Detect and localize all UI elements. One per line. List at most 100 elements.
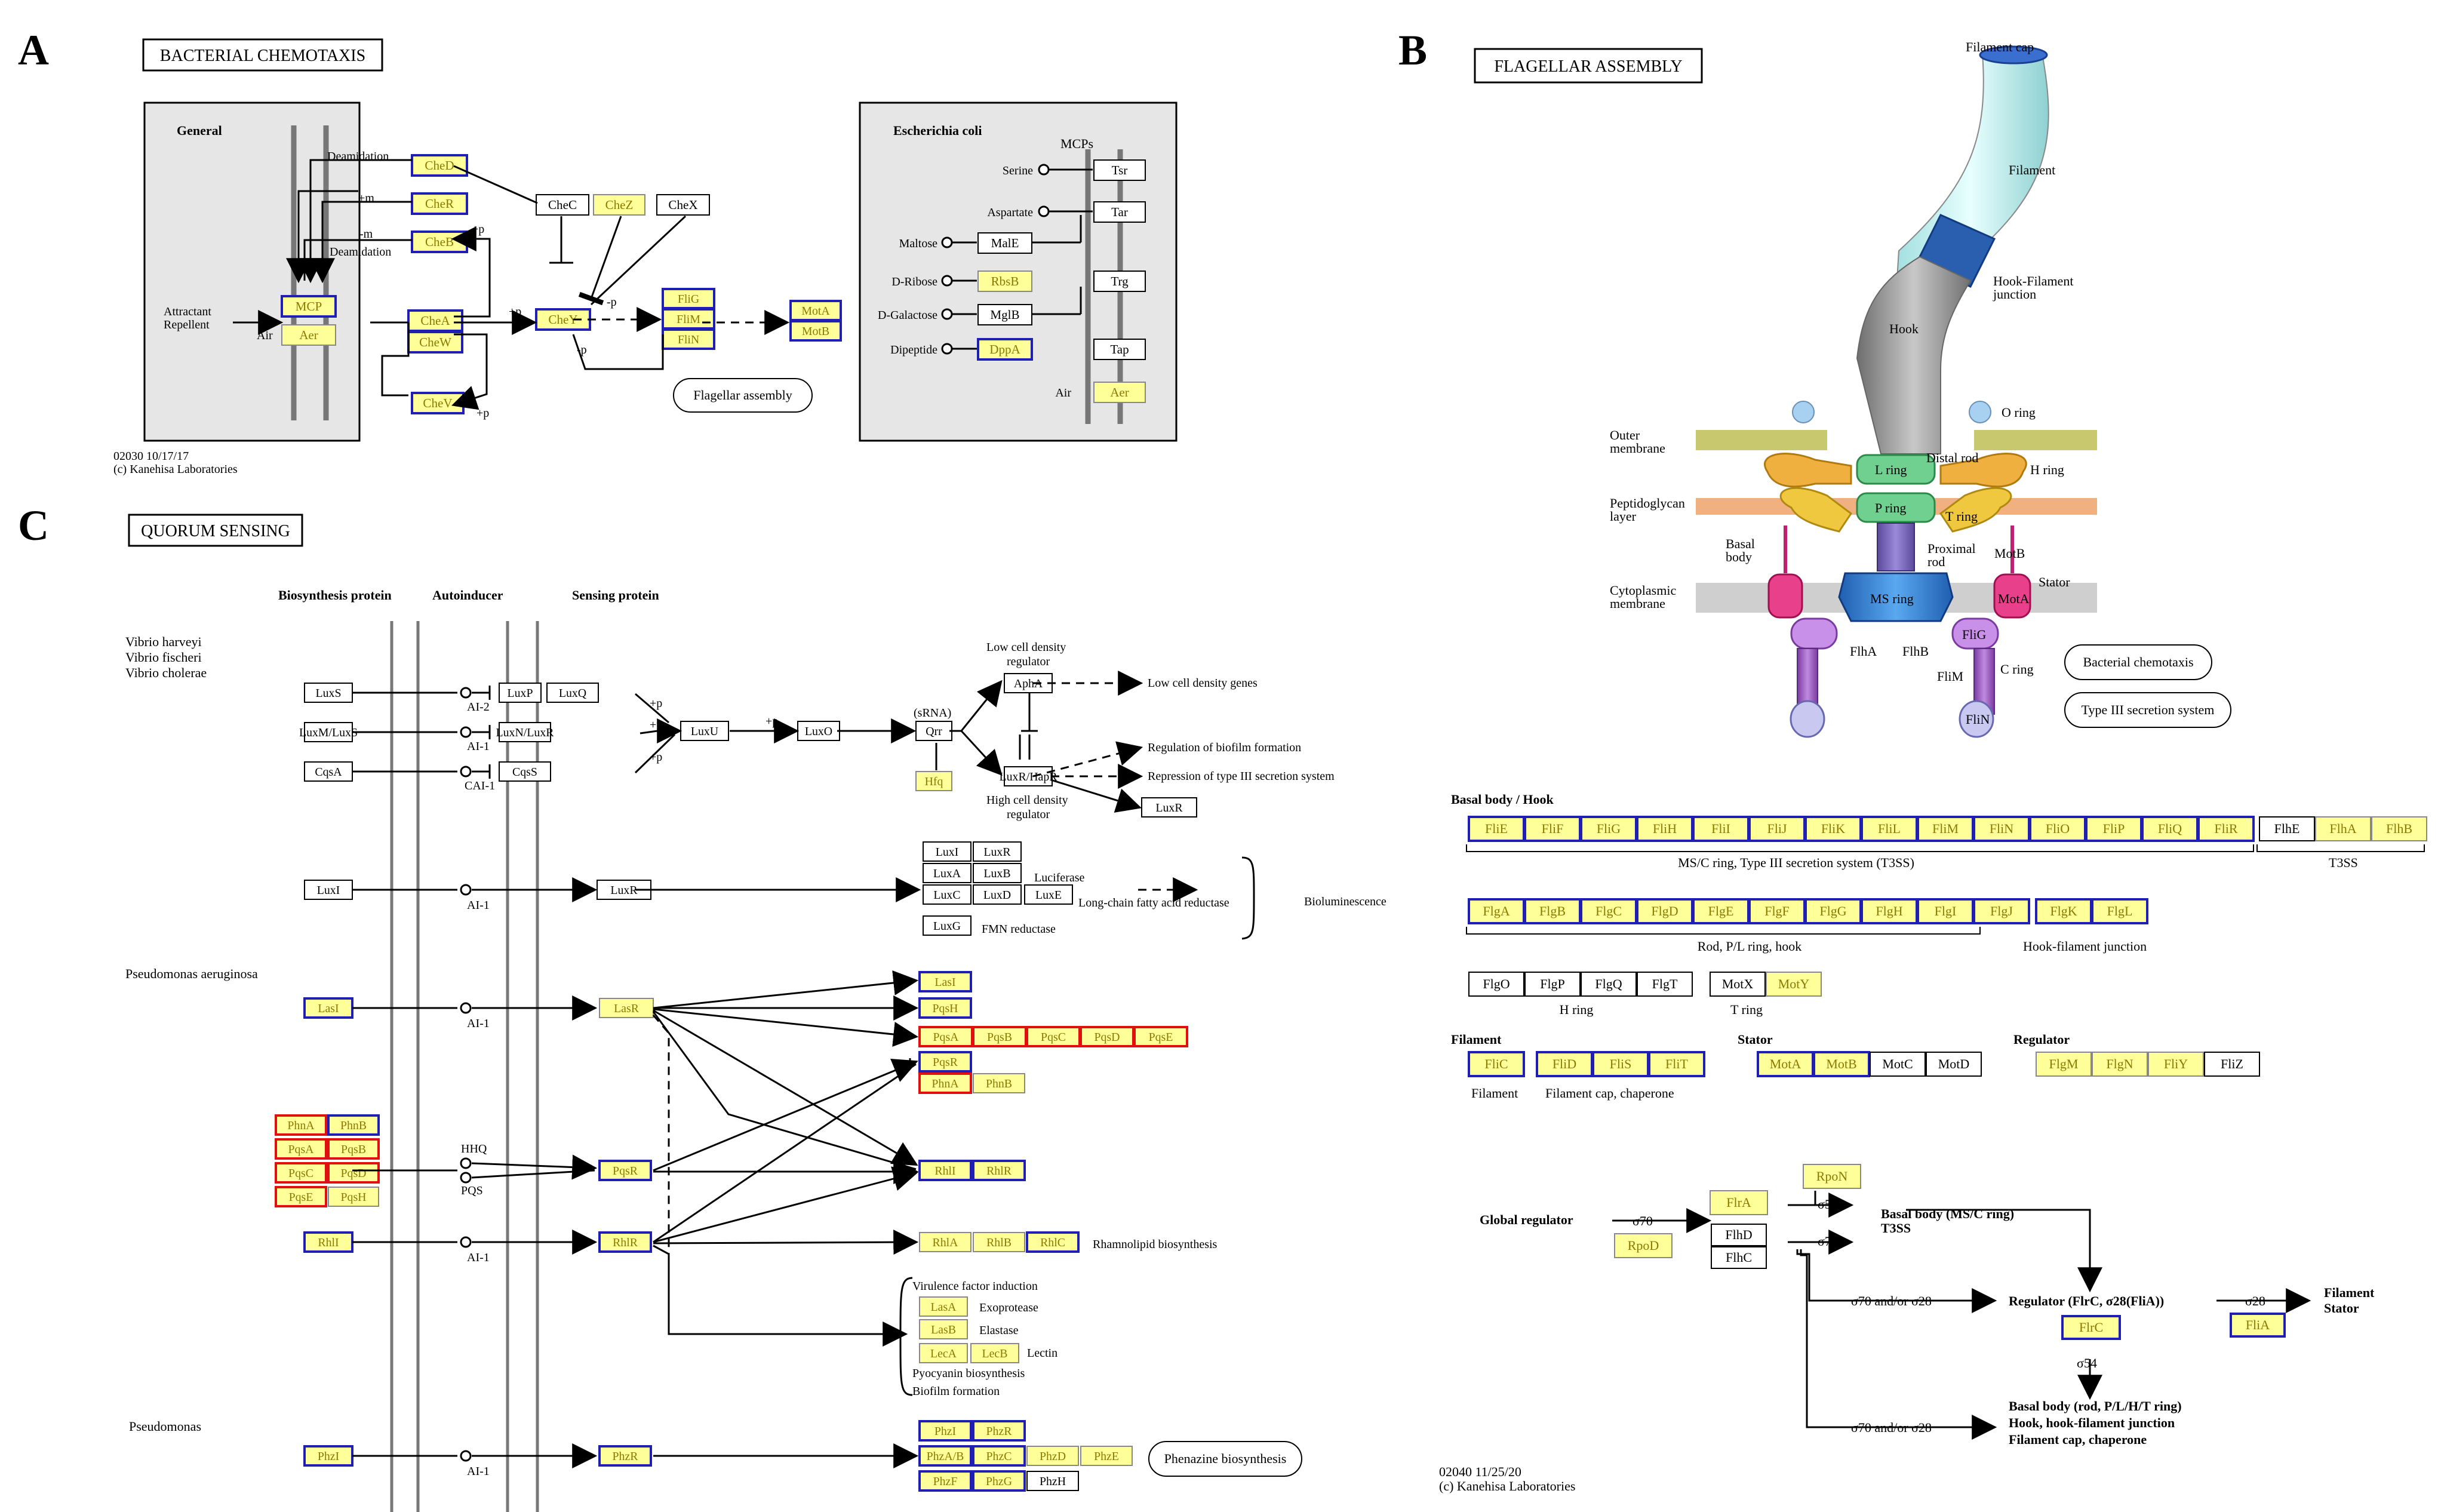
gene-box-phzi[interactable]: PhzI — [303, 1445, 353, 1467]
gene-box-flim[interactable]: FliM — [662, 308, 715, 330]
gene-box-motx[interactable]: MotX — [1710, 972, 1766, 997]
gene-box-trg[interactable]: Trg — [1093, 271, 1146, 292]
gene-box-phzg[interactable]: PhzG — [972, 1470, 1026, 1492]
bacterial-chemotaxis-link[interactable] — [2064, 644, 2212, 680]
ligand-circle[interactable] — [941, 275, 953, 287]
gene-box-cher[interactable]: CheR — [411, 192, 468, 215]
gene-box-tar[interactable]: Tar — [1093, 201, 1146, 223]
gene-box-chec[interactable]: CheC — [536, 194, 589, 216]
autoinducer-circle[interactable] — [460, 1236, 472, 1248]
gene-box-moty[interactable]: MotY — [1766, 972, 1822, 997]
gene-box-flgl[interactable]: FlgL — [2091, 898, 2148, 924]
gene-box-flhd[interactable]: FlhD — [1711, 1224, 1767, 1246]
gene-box-fliy[interactable]: FliY — [2148, 1052, 2204, 1077]
gene-box-flgt[interactable]: FlgT — [1637, 972, 1693, 997]
gene-box-luxe[interactable]: LuxE — [1024, 884, 1073, 905]
gene-box-phzr[interactable]: PhzR — [598, 1445, 652, 1467]
gene-box-flig[interactable]: FliG — [1580, 816, 1637, 842]
gene-box-pqsc[interactable]: PqsC — [1026, 1026, 1081, 1047]
ligand-circle[interactable] — [1038, 164, 1050, 176]
gene-box-luxm-luxs[interactable]: LuxM/LuxS — [299, 722, 358, 742]
gene-box-flim[interactable]: FliM — [1917, 816, 1974, 842]
gene-box-male[interactable]: MalE — [977, 232, 1032, 254]
gene-box-flil[interactable]: FliL — [1861, 816, 1918, 842]
gene-box-mcp[interactable]: MCP — [281, 295, 337, 318]
gene-box-flis[interactable]: FliS — [1592, 1051, 1649, 1077]
gene-box-ched[interactable]: CheD — [411, 154, 468, 177]
gene-box-flih[interactable]: FliH — [1636, 816, 1693, 842]
gene-box-tap[interactable]: Tap — [1093, 339, 1146, 360]
gene-box-luxq[interactable]: LuxQ — [546, 683, 599, 703]
gene-box-lasi[interactable]: LasI — [918, 971, 972, 992]
gene-box-flga[interactable]: FlgA — [1468, 898, 1525, 924]
gene-box-flhb[interactable]: FlhB — [2371, 816, 2427, 841]
gene-box-luxp[interactable]: LuxP — [499, 683, 542, 703]
gene-box-pqsd[interactable]: PqsD — [1080, 1026, 1135, 1047]
gene-box-motb[interactable]: MotB — [789, 320, 842, 342]
gene-box-tsr[interactable]: Tsr — [1093, 159, 1146, 181]
gene-box-flgf[interactable]: FlgF — [1748, 898, 1806, 924]
autoinducer-circle[interactable] — [460, 1157, 472, 1169]
gene-box-flid[interactable]: FliD — [1536, 1051, 1593, 1077]
phenazine-link[interactable] — [1148, 1441, 1302, 1477]
gene-box-flgk[interactable]: FlgK — [2035, 898, 2092, 924]
gene-box-motc[interactable]: MotC — [1870, 1052, 1926, 1077]
gene-box-flio[interactable]: FliO — [2029, 816, 2086, 842]
gene-box-flii[interactable]: FliI — [1692, 816, 1750, 842]
gene-box-lecb[interactable]: LecB — [970, 1343, 1019, 1363]
gene-box-luxd[interactable]: LuxD — [973, 884, 1022, 905]
gene-box-luxu[interactable]: LuxU — [680, 721, 729, 741]
gene-box-flia[interactable]: FliA — [2230, 1313, 2286, 1338]
autoinducer-circle[interactable] — [460, 1002, 472, 1014]
gene-box-flip[interactable]: FliP — [2085, 816, 2142, 842]
gene-box-chex[interactable]: CheX — [656, 194, 710, 216]
gene-box-motd[interactable]: MotD — [1926, 1052, 1982, 1077]
gene-box-chev[interactable]: CheV — [411, 392, 465, 414]
gene-box-flif[interactable]: FliF — [1524, 816, 1581, 842]
gene-box-flgp[interactable]: FlgP — [1524, 972, 1581, 997]
gene-box-luxc[interactable]: LuxC — [923, 884, 972, 905]
gene-box-flit[interactable]: FliT — [1648, 1051, 1705, 1077]
gene-box-qrr[interactable]: Qrr — [915, 721, 952, 741]
gene-box-pqse[interactable]: PqsE — [275, 1186, 327, 1207]
gene-box-rhli[interactable]: RhlI — [303, 1231, 353, 1253]
autoinducer-circle[interactable] — [460, 726, 472, 738]
gene-box-flrc[interactable]: FlrC — [2061, 1315, 2121, 1340]
gene-box-luxi[interactable]: LuxI — [923, 841, 972, 862]
gene-box-phzd[interactable]: PhzD — [1026, 1446, 1079, 1466]
gene-box-pqsd[interactable]: PqsD — [327, 1162, 380, 1184]
gene-box-rpod[interactable]: RpoD — [1614, 1233, 1673, 1258]
gene-box-luxr-hapr[interactable]: LuxR/HapR — [1000, 766, 1058, 786]
gene-box-flgo[interactable]: FlgO — [1468, 972, 1524, 997]
gene-box-apha[interactable]: AphA — [1004, 673, 1053, 693]
gene-box-flie[interactable]: FliE — [1468, 816, 1525, 842]
gene-box-flha[interactable]: FlhA — [2315, 816, 2371, 841]
gene-box-flgn[interactable]: FlgN — [2092, 1052, 2148, 1077]
gene-box-rhli[interactable]: RhlI — [918, 1160, 972, 1181]
gene-box-phzr[interactable]: PhzR — [972, 1420, 1026, 1442]
ligand-circle[interactable] — [941, 308, 953, 320]
flagellar-assembly-link[interactable] — [673, 378, 813, 413]
gene-box-cqss[interactable]: CqsS — [499, 761, 551, 782]
gene-box-flij[interactable]: FliJ — [1748, 816, 1806, 842]
gene-box-pqsc[interactable]: PqsC — [275, 1162, 327, 1184]
gene-box-flin[interactable]: FliN — [1973, 816, 2030, 842]
gene-box-luxi[interactable]: LuxI — [304, 880, 353, 900]
gene-box-rhlr[interactable]: RhlR — [972, 1160, 1026, 1181]
gene-box-mota[interactable]: MotA — [1757, 1051, 1814, 1077]
gene-box-flgj[interactable]: FlgJ — [1973, 898, 2030, 924]
gene-box-phza-b[interactable]: PhzA/B — [918, 1445, 972, 1467]
gene-box-luxn-luxr[interactable]: LuxN/LuxR — [496, 722, 555, 742]
gene-box-luxb[interactable]: LuxB — [973, 863, 1022, 883]
gene-box-flgi[interactable]: FlgI — [1917, 898, 1974, 924]
gene-box-leca[interactable]: LecA — [919, 1343, 968, 1363]
gene-box-rhla[interactable]: RhlA — [919, 1232, 972, 1252]
gene-box-flgq[interactable]: FlgQ — [1581, 972, 1637, 997]
gene-box-luxo[interactable]: LuxO — [797, 721, 840, 741]
gene-box-mglb[interactable]: MglB — [977, 304, 1032, 325]
gene-box-fliz[interactable]: FliZ — [2204, 1052, 2260, 1077]
autoinducer-circle[interactable] — [460, 1172, 472, 1184]
autoinducer-circle[interactable] — [460, 687, 472, 699]
gene-box-aer[interactable]: Aer — [281, 324, 336, 346]
gene-box-chez[interactable]: CheZ — [593, 194, 645, 216]
